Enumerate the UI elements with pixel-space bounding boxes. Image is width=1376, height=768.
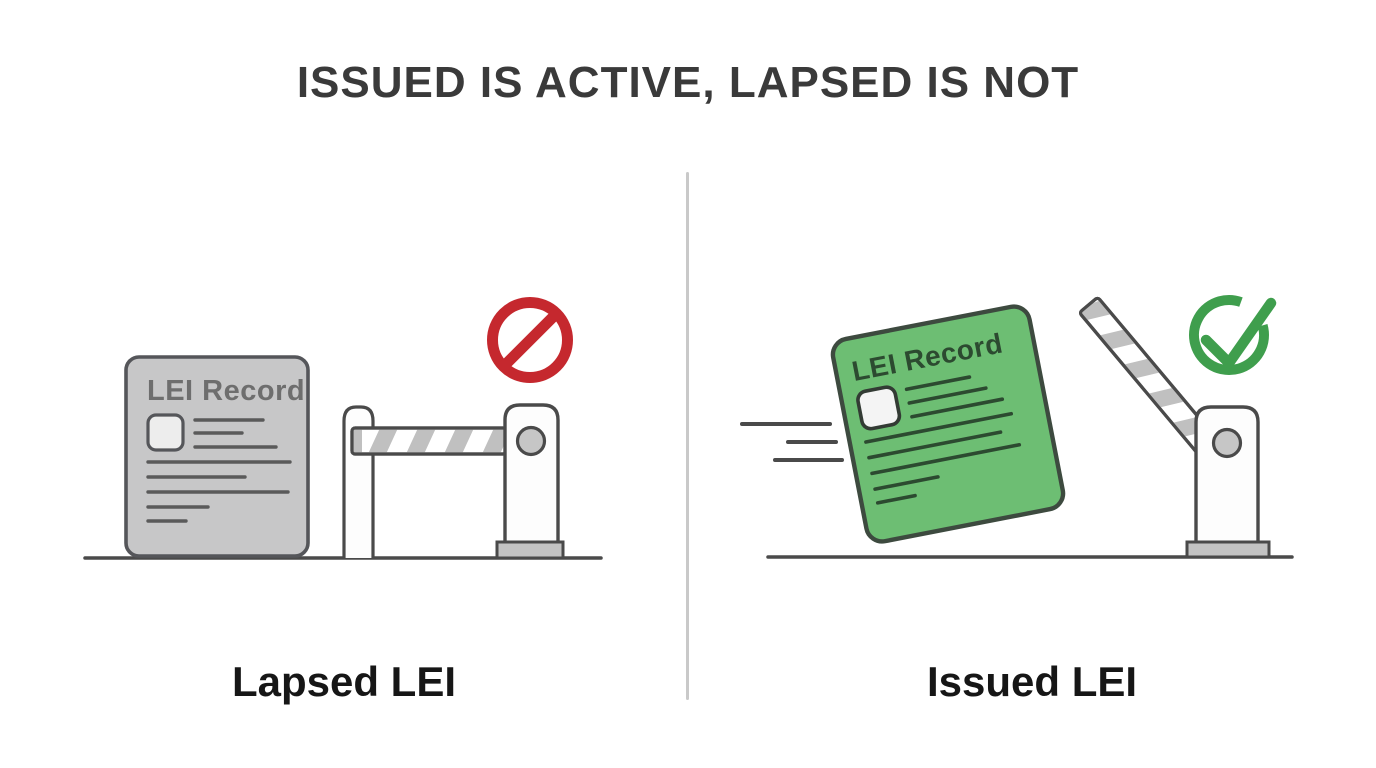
card-photo-box (856, 385, 902, 431)
barrier-arm (350, 426, 508, 456)
lapsed-illustration: LEI Record (83, 297, 603, 560)
lapsed-caption: Lapsed LEI (231, 658, 457, 705)
barrier-arm-stripes (1079, 300, 1210, 437)
check-circle-icon (1189, 295, 1277, 375)
speed-lines (740, 422, 844, 462)
prohibition-icon (487, 297, 573, 383)
barrier-gate-closed (342, 403, 565, 560)
barrier-pivot-knob (1211, 427, 1243, 459)
lei-record-card: LEI Record (830, 304, 1066, 544)
issued-caption: Issued LEI (926, 658, 1138, 705)
lei-document: LEI Record (124, 355, 310, 558)
divider-line (686, 172, 689, 700)
barrier-pivot-post (1194, 405, 1260, 542)
barrier-pivot-post (503, 403, 560, 542)
barrier-pivot-knob (515, 425, 547, 457)
document-text-lines (146, 418, 292, 523)
lei-document-label: LEI Record (147, 375, 305, 407)
barrier-base (495, 540, 565, 560)
document-photo-box (146, 413, 185, 452)
page-title: ISSUED IS ACTIVE, LAPSED IS NOT (296, 58, 1080, 107)
card-text-lines (864, 375, 1022, 505)
barrier-gate-open (1185, 405, 1271, 559)
issued-illustration: LEI Record (740, 295, 1294, 559)
barrier-base (1185, 540, 1271, 559)
